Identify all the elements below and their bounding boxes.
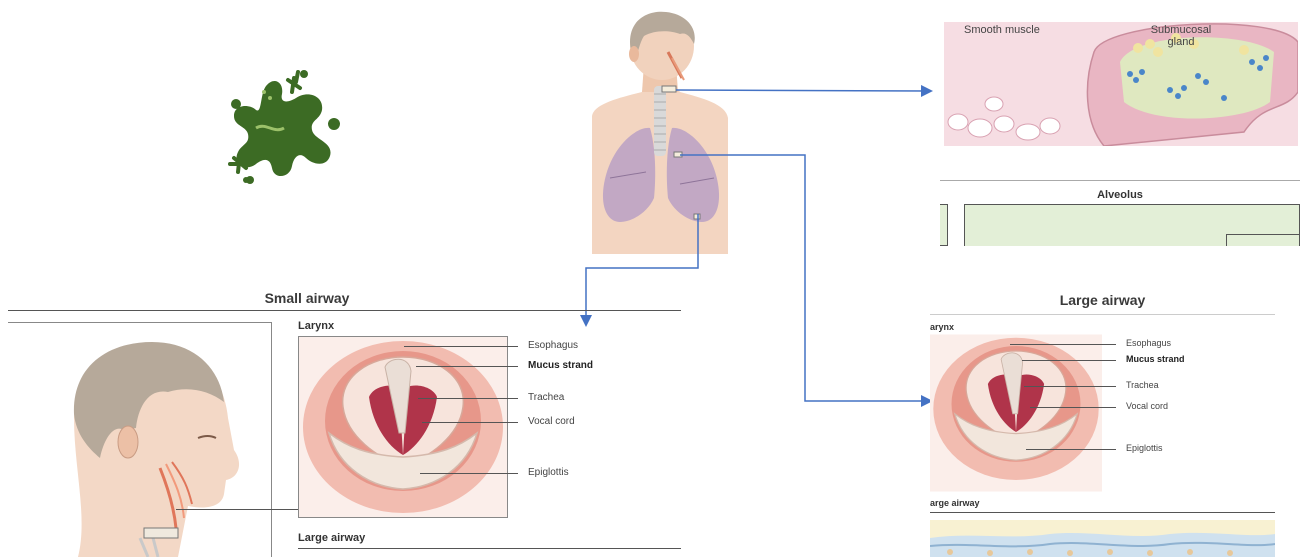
label-trachea-small: Trachea: [528, 392, 564, 403]
large-airway-heading: Large airway: [930, 292, 1275, 308]
label-epiglottis-small: Epiglottis: [528, 467, 569, 478]
label-vocal-cord-large: Vocal cord: [1126, 401, 1168, 411]
large-airway-figure: arynx Esophagus Mucus strand Trachea Voc…: [930, 314, 1275, 557]
larynx-box-small: [298, 336, 508, 518]
small-airway-figure: Larynx Esophagus Mucus strand Trachea Vo…: [8, 310, 681, 557]
head-larynx-illustration: [48, 338, 288, 557]
label-trachea-large: Trachea: [1126, 380, 1159, 390]
label-esophagus-large: Esophagus: [1126, 338, 1171, 348]
large-airway-title-small: Large airway: [298, 532, 365, 544]
larynx-title-large: arynx: [930, 322, 954, 332]
small-airway-heading: Small airway: [0, 290, 614, 306]
larynx-box-large: [930, 334, 1102, 492]
label-vocal-cord-small: Vocal cord: [528, 416, 575, 427]
alveolus-panel: Alveolus: [940, 180, 1300, 246]
tissue-panel: Smooth muscle Submucosal gland: [944, 22, 1298, 146]
smooth-muscle-label: Smooth muscle: [964, 24, 1040, 36]
label-mucus-strand-large: Mucus strand: [1126, 354, 1185, 364]
submucosal-gland-label: Submucosal gland: [1148, 24, 1214, 48]
label-epiglottis-large: Epiglottis: [1126, 443, 1163, 453]
larynx-title-small: Larynx: [298, 320, 334, 332]
alveolus-title: Alveolus: [940, 189, 1300, 201]
airway-tissue-strip: [930, 520, 1275, 557]
submucosal-gland-label-line1: Submucosal: [1148, 24, 1214, 36]
submucosal-gland-label-line2: gland: [1148, 36, 1214, 48]
large-airway-title-large: arge airway: [930, 498, 980, 508]
label-esophagus-small: Esophagus: [528, 340, 578, 351]
label-mucus-strand-small: Mucus strand: [528, 360, 593, 371]
